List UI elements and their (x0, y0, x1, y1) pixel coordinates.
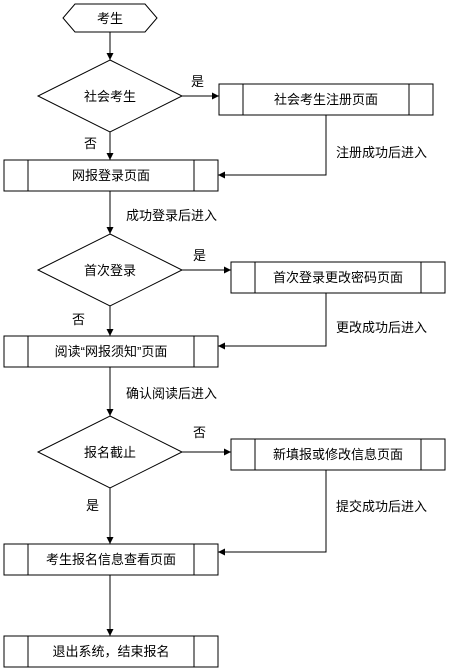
process-view-info: 考生报名信息查看页面 (3, 543, 219, 576)
process-login-label: 网报登录页面 (72, 168, 150, 183)
process-new-fill: 新填报或修改信息页面 (230, 438, 446, 471)
edge-confirm-read-label: 确认阅读后进入 (126, 386, 217, 401)
decision-deadline: 报名截止 (36, 415, 184, 489)
edge-change-ok-label: 更改成功后进入 (336, 320, 427, 335)
edge-deadline-yes-label: 是 (86, 498, 99, 513)
process-login: 网报登录页面 (3, 159, 219, 192)
process-new-fill-label: 新填报或修改信息页面 (273, 447, 403, 462)
edge-login-ok-label: 成功登录后进入 (126, 208, 217, 223)
process-social-register-label: 社会考生注册页面 (274, 92, 378, 107)
decision-first-login-label: 首次登录 (84, 263, 136, 278)
process-view-info-label: 考生报名信息查看页面 (46, 552, 176, 567)
decision-deadline-label: 报名截止 (84, 445, 136, 460)
edge-social-no-label: 否 (84, 136, 97, 151)
edge-deadline-no-label: 否 (193, 425, 206, 440)
start-node-label: 考生 (97, 11, 123, 26)
edge-social-yes-label: 是 (191, 74, 204, 89)
edge-submit-to-view (218, 470, 327, 556)
edge-register-to-login (218, 115, 327, 179)
edge-first-yes-label: 是 (193, 248, 206, 263)
process-exit-label: 退出系统，结束报名 (52, 644, 169, 659)
process-social-register: 社会考生注册页面 (218, 83, 434, 116)
process-change-password-label: 首次登录更改密码页面 (273, 270, 403, 285)
edge-first-no-label: 否 (72, 312, 85, 327)
process-change-password: 首次登录更改密码页面 (230, 261, 446, 294)
start-node: 考生 (62, 3, 158, 33)
edge-submit-ok-label: 提交成功后进入 (336, 499, 427, 514)
decision-social: 社会考生 (36, 59, 184, 133)
process-read-notice: 阅读“网报须知”页面 (3, 335, 219, 368)
process-read-notice-label: 阅读“网报须知”页面 (55, 344, 168, 359)
edge-register-ok-label: 注册成功后进入 (336, 145, 427, 160)
process-exit: 退出系统，结束报名 (3, 635, 219, 668)
decision-social-label: 社会考生 (84, 89, 136, 104)
decision-first-login: 首次登录 (36, 233, 184, 307)
edge-change-to-read (218, 293, 327, 350)
